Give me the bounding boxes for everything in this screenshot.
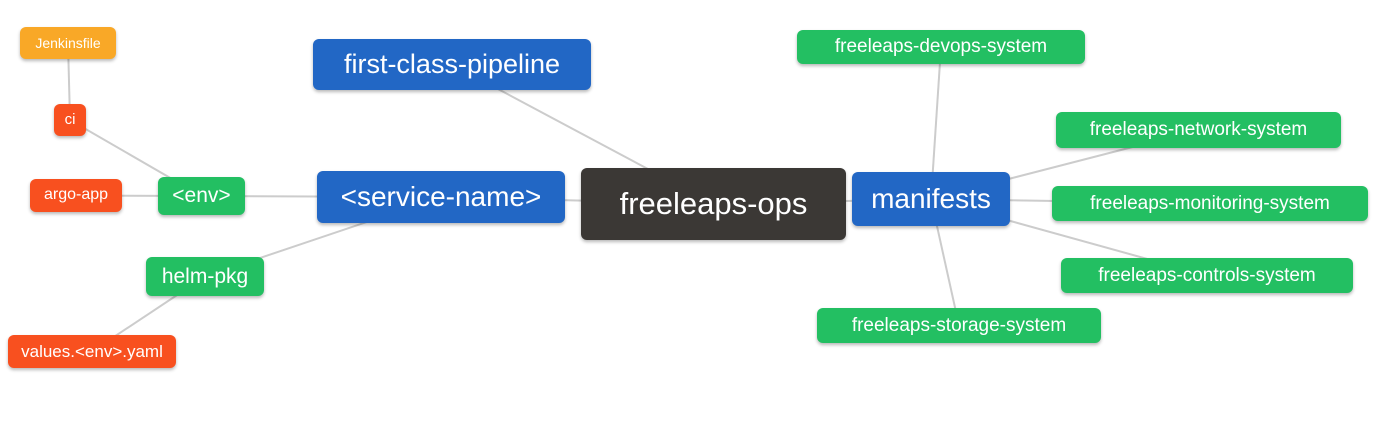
node-label: freeleaps-storage-system xyxy=(851,314,1067,336)
node-values-env-yaml[interactable]: values.<env>.yaml xyxy=(8,335,176,368)
node-network-system[interactable]: freeleaps-network-system xyxy=(1056,112,1341,148)
node-argo-app[interactable]: argo-app xyxy=(30,179,122,212)
node-jenkinsfile[interactable]: Jenkinsfile xyxy=(20,27,116,59)
node-label: freeleaps-controls-system xyxy=(1098,264,1316,286)
node-monitoring-system[interactable]: freeleaps-monitoring-system xyxy=(1052,186,1368,221)
node-helm-pkg[interactable]: helm-pkg xyxy=(146,257,264,296)
node-label: ci xyxy=(64,111,76,128)
node-storage-system[interactable]: freeleaps-storage-system xyxy=(817,308,1101,343)
node-controls-system[interactable]: freeleaps-controls-system xyxy=(1061,258,1353,293)
node-label: freeleaps-devops-system xyxy=(834,36,1048,57)
node-label: freeleaps-ops xyxy=(619,186,808,221)
node-label: first-class-pipeline xyxy=(343,48,561,79)
node-label: Jenkinsfile xyxy=(35,34,101,51)
node-manifests[interactable]: manifests xyxy=(852,172,1010,226)
node-label: <env> xyxy=(172,184,231,207)
node-service-name[interactable]: <service-name> xyxy=(317,171,565,223)
node-label: freeleaps-network-system xyxy=(1089,119,1308,140)
node-env[interactable]: <env> xyxy=(158,177,245,215)
node-label: helm-pkg xyxy=(161,264,249,288)
node-label: <service-name> xyxy=(340,180,542,212)
node-ci[interactable]: ci xyxy=(54,104,86,136)
node-devops-system[interactable]: freeleaps-devops-system xyxy=(797,30,1085,64)
node-label: manifests xyxy=(871,182,991,214)
node-label: freeleaps-monitoring-system xyxy=(1090,192,1330,214)
node-freeleaps-ops[interactable]: freeleaps-ops xyxy=(581,168,846,240)
node-label: values.<env>.yaml xyxy=(21,341,163,361)
node-label: argo-app xyxy=(43,186,109,203)
node-first-class-pipeline[interactable]: first-class-pipeline xyxy=(313,39,591,90)
